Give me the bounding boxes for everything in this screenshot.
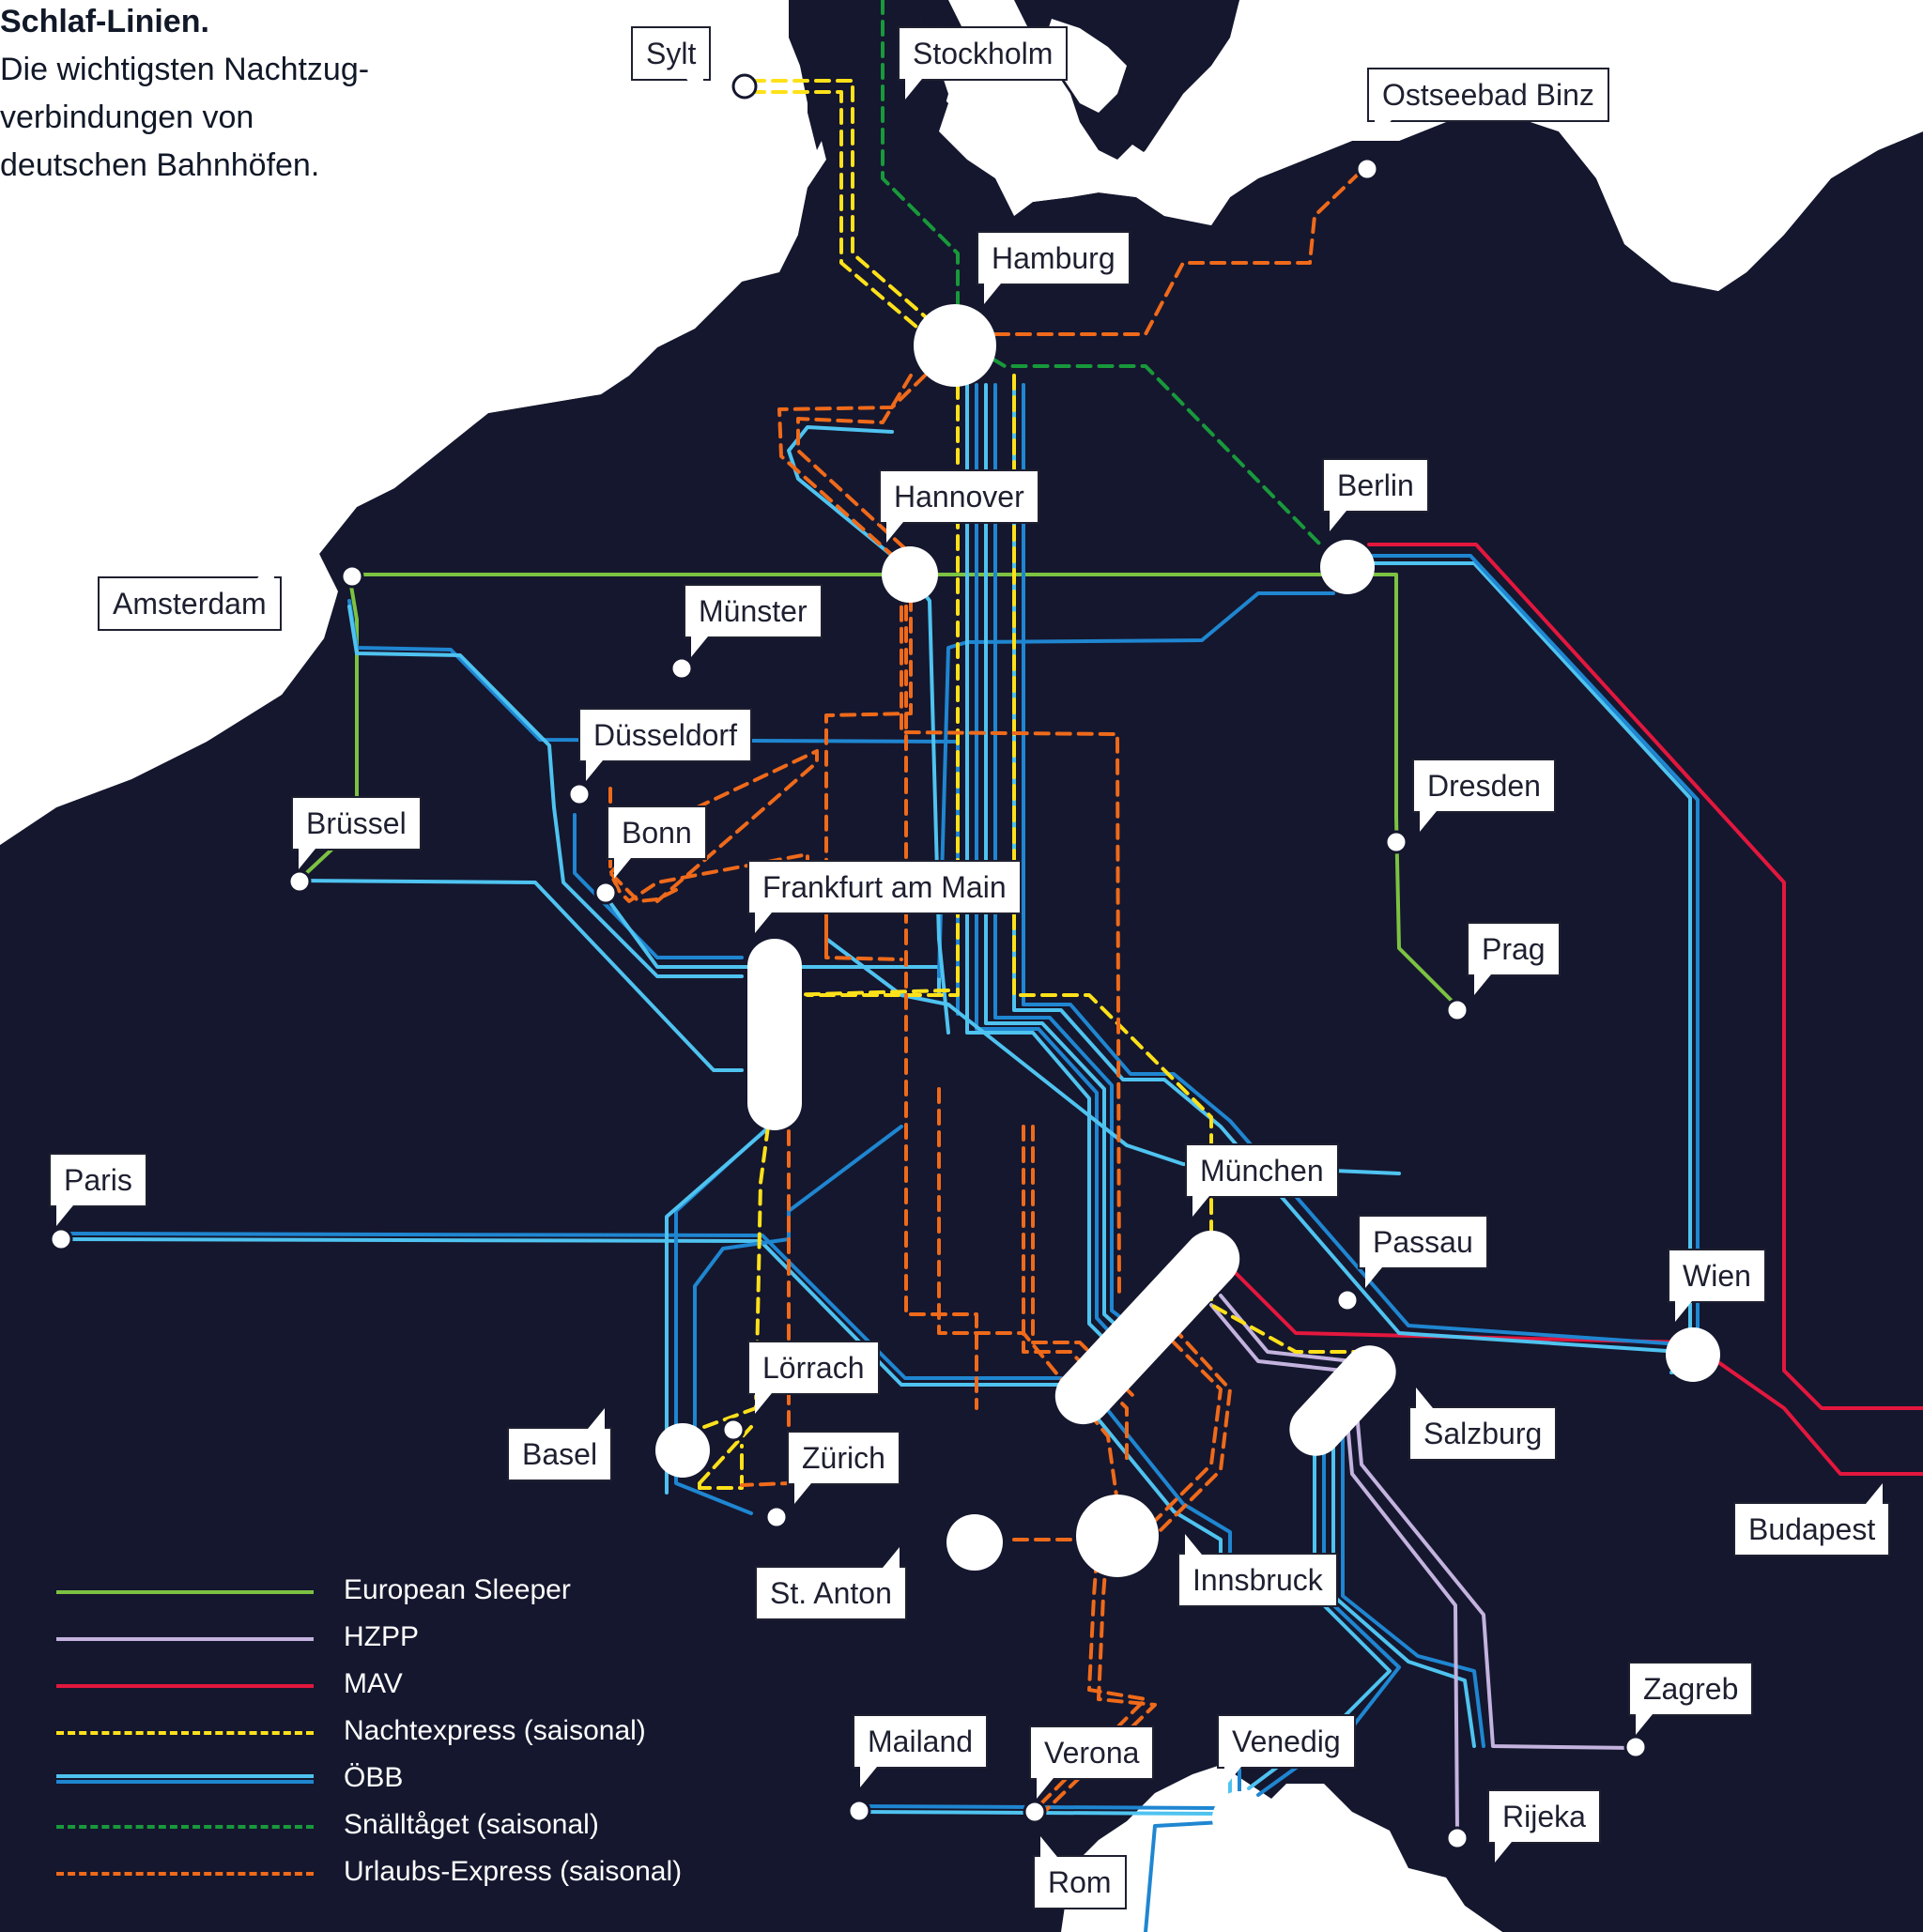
- label-muenster: Münster: [684, 584, 823, 657]
- station-muenchen: [1054, 1230, 1240, 1425]
- station-duesseldorf: [567, 782, 592, 806]
- station-berlin: [1320, 540, 1375, 594]
- legend-label-nachtexpress: Nachtexpress (saisonal): [344, 1715, 646, 1746]
- sea-adriatic: [1249, 1784, 1502, 1932]
- stations: [49, 73, 1720, 1850]
- route-mav: [1367, 543, 1923, 1410]
- label-rom: Rom: [1033, 1836, 1127, 1909]
- station-basel: [655, 1423, 710, 1478]
- station-verona: [1023, 1800, 1047, 1824]
- label-prag: Prag: [1467, 922, 1561, 995]
- station-salzburg: [1289, 1345, 1396, 1456]
- station-muenster: [669, 656, 694, 681]
- label-zuerich: Zürich: [787, 1431, 900, 1504]
- label-muenchen: München: [1185, 1143, 1339, 1217]
- legend-label-european-sleeper: European Sleeper: [344, 1574, 571, 1605]
- station-st-anton: [946, 1514, 1003, 1571]
- label-st-anton: St. Anton: [755, 1547, 907, 1620]
- station-paris: [49, 1227, 73, 1251]
- legend-swatch-urlaubs-express: [56, 1872, 314, 1876]
- label-loerrach: Lörrach: [747, 1341, 880, 1414]
- label-verona: Verona: [1029, 1725, 1155, 1799]
- label-passau: Passau: [1358, 1215, 1488, 1288]
- label-zagreb: Zagreb: [1628, 1662, 1754, 1735]
- label-berlin: Berlin: [1322, 458, 1429, 531]
- legend-swatch-european-sleeper: [56, 1590, 314, 1594]
- station-wien: [1666, 1327, 1720, 1382]
- station-passau: [1335, 1288, 1360, 1312]
- sea-north: [0, 0, 808, 845]
- station-mailand: [847, 1799, 871, 1823]
- legend-label-mav: MAV: [344, 1668, 403, 1699]
- legend-item-urlaubs-express: Urlaubs-Express (saisonal): [56, 1851, 770, 1898]
- legend-swatch-hzpp: [56, 1637, 314, 1641]
- station-prag: [1445, 998, 1469, 1022]
- label-dresden: Dresden: [1412, 759, 1556, 832]
- legend-label-hzpp: HZPP: [344, 1621, 420, 1652]
- legend-label-oebb: ÖBB: [344, 1762, 404, 1793]
- map-title: Schlaf-Linien. Die wichtigsten Nachtzug-…: [0, 0, 488, 190]
- station-dresden: [1384, 830, 1408, 854]
- label-ostseebad-binz: Ostseebad Binz: [1367, 68, 1609, 141]
- land-jutland: [789, 0, 1014, 235]
- legend-label-urlaubs-express: Urlaubs-Express (saisonal): [344, 1856, 683, 1887]
- legend-item-european-sleeper: European Sleeper: [56, 1570, 770, 1617]
- label-amsterdam: Amsterdam: [98, 558, 282, 631]
- legend-swatch-nachtexpress: [56, 1731, 314, 1735]
- title-line-1: Die wichtigsten Nachtzug-: [0, 52, 370, 87]
- label-stockholm: Stockholm: [898, 26, 1069, 100]
- label-hannover: Hannover: [879, 469, 1039, 543]
- legend-swatch-snalltaget: [56, 1825, 314, 1829]
- label-bruessel: Brüssel: [291, 796, 422, 869]
- legend-label-snalltaget: Snälltåget (saisonal): [344, 1809, 599, 1840]
- legend-item-oebb: ÖBB: [56, 1757, 770, 1804]
- station-bruessel: [287, 869, 312, 894]
- label-wien: Wien: [1668, 1249, 1766, 1322]
- label-budapest: Budapest: [1733, 1483, 1891, 1556]
- title-bold: Schlaf-Linien.: [0, 4, 209, 39]
- station-loerrach: [721, 1418, 746, 1442]
- route-hzpp: [1219, 1294, 1636, 1750]
- title-line-2: verbindungen von: [0, 100, 254, 135]
- label-bonn: Bonn: [607, 805, 707, 879]
- station-zagreb: [1623, 1735, 1648, 1759]
- label-venedig: Venedig: [1217, 1714, 1356, 1787]
- station-amsterdam: [340, 564, 364, 589]
- legend-swatch-oebb: [56, 1774, 314, 1784]
- station-binz: [1355, 157, 1379, 181]
- label-innsbruck: Innsbruck: [1177, 1534, 1338, 1607]
- sea-baltic: [930, 0, 1923, 291]
- legend-swatch-mav: [56, 1684, 314, 1688]
- route-mav-2: [1228, 1265, 1923, 1476]
- station-rijeka: [1445, 1826, 1469, 1850]
- label-frankfurt: Frankfurt am Main: [747, 860, 1022, 933]
- station-sylt: [731, 73, 758, 100]
- label-mailand: Mailand: [853, 1714, 989, 1787]
- label-basel: Basel: [507, 1408, 613, 1481]
- label-hamburg: Hamburg: [977, 231, 1131, 304]
- station-venedig: [1212, 1791, 1267, 1846]
- label-paris: Paris: [49, 1153, 147, 1226]
- legend-item-snalltaget: Snälltåget (saisonal): [56, 1804, 770, 1851]
- station-bonn: [593, 881, 618, 905]
- station-zuerich: [764, 1505, 789, 1529]
- station-hamburg: [914, 304, 996, 387]
- station-innsbruck: [1076, 1495, 1159, 1577]
- station-hannover: [882, 546, 938, 603]
- legend-item-nachtexpress: Nachtexpress (saisonal): [56, 1710, 770, 1757]
- label-sylt: Sylt: [631, 26, 712, 100]
- title-line-3: deutschen Bahnhöfen.: [0, 147, 320, 183]
- label-rijeka: Rijeka: [1487, 1789, 1601, 1863]
- legend-item-hzpp: HZPP: [56, 1617, 770, 1664]
- label-duesseldorf: Düsseldorf: [578, 708, 752, 781]
- legend-item-mav: MAV: [56, 1664, 770, 1710]
- label-salzburg: Salzburg: [1408, 1388, 1558, 1461]
- station-frankfurt: [747, 939, 802, 1130]
